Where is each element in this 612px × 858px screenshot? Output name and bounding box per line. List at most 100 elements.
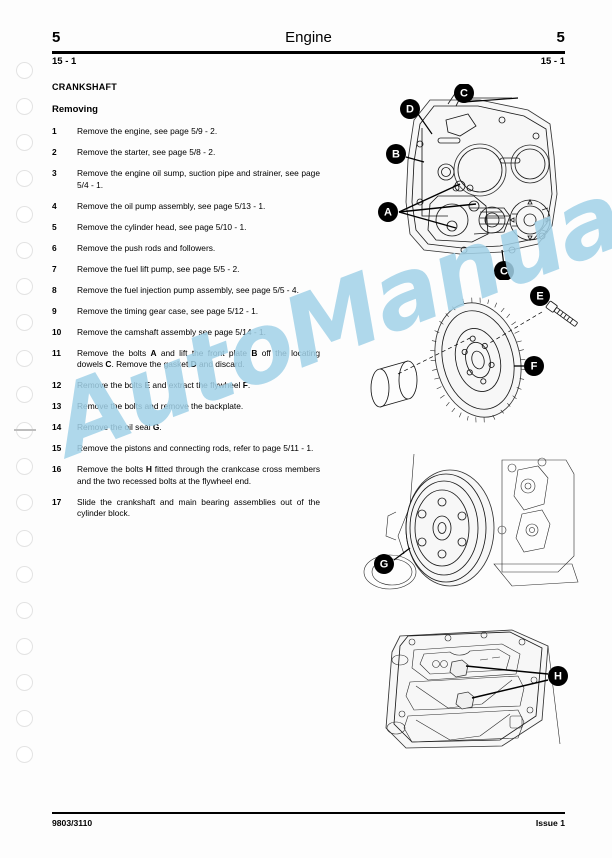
procedure-step-text: Remove the bolts and remove the backplat… (77, 401, 244, 411)
issue-label: Issue 1 (535, 818, 565, 828)
procedure-step-text: Remove the cylinder head, see page 5/10 … (77, 221, 247, 232)
procedure-step-text: Remove the fuel lift pump, see page 5/5 … (77, 263, 240, 274)
procedure-step: 7 Remove the fuel lift pump, see page 5/5… (52, 264, 320, 276)
binder-hole (16, 98, 33, 115)
binder-hole (16, 422, 33, 439)
binder-hole (16, 206, 33, 223)
section-code-right: 15 - 1 (540, 56, 565, 67)
procedure-step-number: 14 (52, 422, 62, 432)
callout-h: H (548, 666, 568, 686)
procedure-step-text: Remove the engine oil sump, suction pipe… (77, 168, 320, 190)
figure-crankshaft-pulley-oil-seal: G (352, 444, 600, 624)
callout-c-bottom-label: C (500, 266, 508, 278)
header-page-number-right: 5 (556, 29, 565, 46)
procedure-step-number: 12 (52, 380, 62, 390)
procedure-step: 11 Remove the bolts A and lift the front … (52, 348, 320, 371)
callout-b: B (386, 144, 406, 164)
binder-hole (16, 386, 33, 403)
procedure-step-number: 10 (52, 326, 62, 337)
procedure-step: 13 Remove the bolts and remove the backpl… (52, 401, 320, 413)
footer-rule (52, 812, 565, 815)
margin-tick (14, 429, 36, 431)
procedure-step-text: Remove the pistons and connecting rods, … (77, 443, 314, 453)
figure-engine-front-plate: A B C C D (352, 84, 600, 280)
procedure-step-number: 1 (52, 126, 57, 136)
binder-hole (16, 458, 33, 475)
callout-c-bottom: C (494, 261, 514, 280)
binder-hole (16, 674, 33, 691)
binder-hole (16, 350, 33, 367)
callout-f: F (524, 356, 544, 376)
figure-column: A B C C D (352, 84, 600, 774)
page-subheader: 15 - 1 15 - 1 (52, 56, 565, 70)
procedure-step: 17 Slide the crankshaft and main bearing … (52, 497, 320, 520)
binder-hole (16, 494, 33, 511)
callout-a-label: A (384, 207, 392, 219)
callout-b-label: B (392, 149, 400, 161)
procedure-step-number: 4 (52, 200, 57, 211)
procedure-step-number: 5 (52, 221, 57, 232)
binder-hole (16, 638, 33, 655)
procedure-step: 8 Remove the fuel injection pump assembly… (52, 285, 320, 297)
page-title: Engine (285, 29, 332, 46)
binder-hole (16, 170, 33, 187)
callout-a: A (378, 202, 398, 222)
header-page-number-left: 5 (52, 29, 61, 46)
binder-hole (16, 134, 33, 151)
procedure-step-number: 17 (52, 496, 62, 507)
section-title: CRANKSHAFT (52, 82, 117, 92)
binder-hole (16, 710, 33, 727)
binder-hole (16, 530, 33, 547)
procedure-step-number: 13 (52, 401, 62, 411)
procedure-step-text: Remove the push rods and followers. (77, 242, 216, 253)
procedure-step: 16 Remove the bolts H fitted through the … (52, 464, 320, 487)
procedure-step-text: Remove the bolts A and lift the front pl… (77, 347, 321, 370)
figure-crankcase-cross-members: H (352, 624, 600, 769)
procedure-step-number: 9 (52, 305, 57, 316)
procedure-step-number: 2 (52, 147, 57, 157)
header-rule (52, 51, 565, 54)
procedure-step: 15 Remove the pistons and connecting rods… (52, 443, 320, 455)
procedure-step-number: 16 (52, 464, 62, 474)
callout-e-label: E (536, 291, 543, 303)
callout-c-top-label: C (460, 88, 468, 100)
procedure-step-number: 6 (52, 242, 57, 253)
document-code: 9803/3110 (52, 818, 93, 828)
procedure-step: 5 Remove the cylinder head, see page 5/10… (52, 222, 320, 234)
callout-d: D (400, 99, 420, 119)
procedure-step-text: Remove the starter, see page 5/8 - 2. (77, 147, 216, 157)
subsection-title: Removing (52, 104, 98, 115)
callout-f-label: F (531, 361, 538, 373)
procedure-step-number: 11 (52, 347, 61, 358)
procedure-step-text: Remove the fuel injection pump assembly,… (77, 284, 299, 295)
procedure-step-text: Remove the oil seal G. (77, 422, 162, 432)
page-footer: 9803/3110 Issue 1 (52, 818, 565, 832)
callout-d-label: D (406, 104, 414, 116)
procedure-step-number: 7 (52, 263, 57, 274)
binder-hole (16, 566, 33, 583)
callout-c-top: C (454, 84, 474, 103)
procedure-step: 2 Remove the starter, see page 5/8 - 2. (52, 147, 320, 159)
procedure-step-text: Slide the crankshaft and main bearing as… (77, 496, 320, 519)
callout-g-label: G (380, 559, 389, 571)
binder-hole (16, 242, 33, 259)
binder-hole-column (0, 0, 46, 858)
procedure-step: 6 Remove the push rods and followers. (52, 243, 320, 255)
procedure-step-number: 8 (52, 284, 57, 295)
binder-hole (16, 314, 33, 331)
callout-g: G (374, 554, 394, 574)
procedure-step: 14 Remove the oil seal G. (52, 422, 320, 434)
figure-flywheel-assembly: E F (352, 282, 600, 446)
callout-h-label: H (554, 671, 562, 683)
procedure-step-number: 15 (52, 443, 62, 453)
procedure-step-text: Remove the bolts H fitted through the cr… (77, 464, 321, 486)
binder-hole (16, 62, 33, 79)
